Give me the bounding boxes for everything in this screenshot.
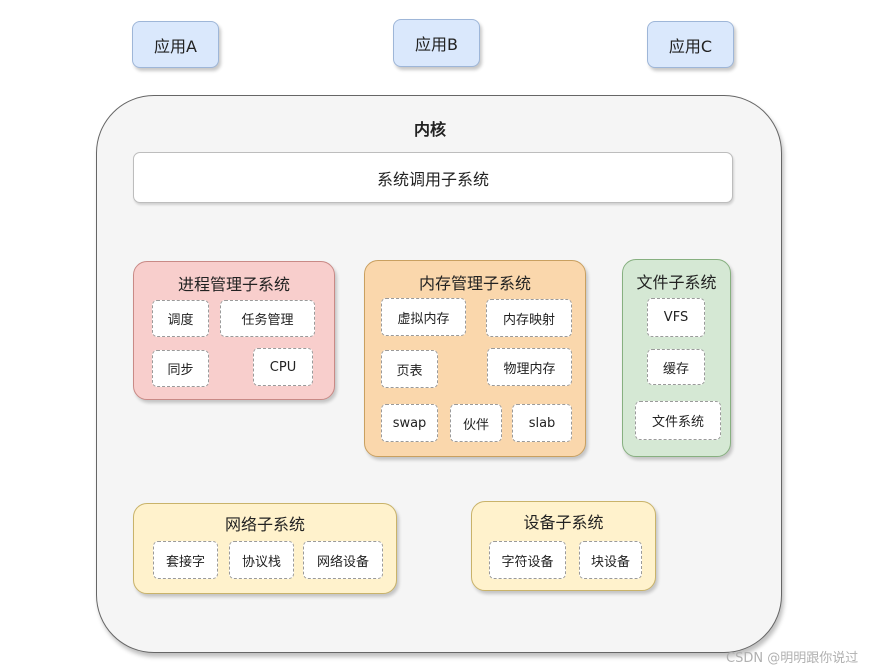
app-c-box: 应用C xyxy=(647,21,734,68)
network-item-network-device: 网络设备 xyxy=(303,541,383,579)
process-item-sync: 同步 xyxy=(152,350,209,387)
file-item-filesystem: 文件系统 xyxy=(635,401,721,440)
app-c-label: 应用C xyxy=(668,36,713,56)
process-subsystem-title: 进程管理子系统 xyxy=(177,275,290,294)
memory-item-memory-mapping: 内存映射 xyxy=(486,299,572,337)
network-subsystem-title: 网络子系统 xyxy=(224,515,305,534)
memory-item-page-table: 页表 xyxy=(381,350,438,388)
syscall-subsystem-label: 系统调用子系统 xyxy=(376,169,489,189)
process-item-cpu: CPU xyxy=(253,348,313,386)
process-item-schedule: 调度 xyxy=(152,300,209,337)
app-a-label: 应用A xyxy=(154,36,197,56)
kernel-title: 内核 xyxy=(413,120,446,139)
device-subsystem-title: 设备子系统 xyxy=(523,513,604,532)
network-item-socket: 套接字 xyxy=(153,541,218,579)
memory-item-virtual-memory: 虚拟内存 xyxy=(381,298,466,336)
watermark-text: CSDN @明明跟你说过 xyxy=(726,651,859,666)
memory-item-buddy: 伙伴 xyxy=(450,404,502,442)
file-subsystem-title: 文件子系统 xyxy=(636,273,717,292)
memory-item-physical-memory: 物理内存 xyxy=(487,348,572,386)
file-item-vfs: VFS xyxy=(647,298,705,337)
device-item-block-device: 块设备 xyxy=(579,541,642,579)
memory-subsystem-title: 内存管理子系统 xyxy=(418,274,531,293)
network-item-protocol-stack: 协议栈 xyxy=(229,541,294,579)
memory-item-swap: swap xyxy=(381,404,438,442)
file-item-cache: 缓存 xyxy=(647,349,705,385)
device-item-char-device: 字符设备 xyxy=(489,541,566,579)
app-a-box: 应用A xyxy=(132,21,219,68)
syscall-subsystem-bar: 系统调用子系统 xyxy=(133,152,733,203)
app-b-box: 应用B xyxy=(393,19,480,67)
app-b-label: 应用B xyxy=(415,35,458,54)
process-item-task-management: 任务管理 xyxy=(220,300,315,337)
memory-item-slab: slab xyxy=(512,404,572,442)
